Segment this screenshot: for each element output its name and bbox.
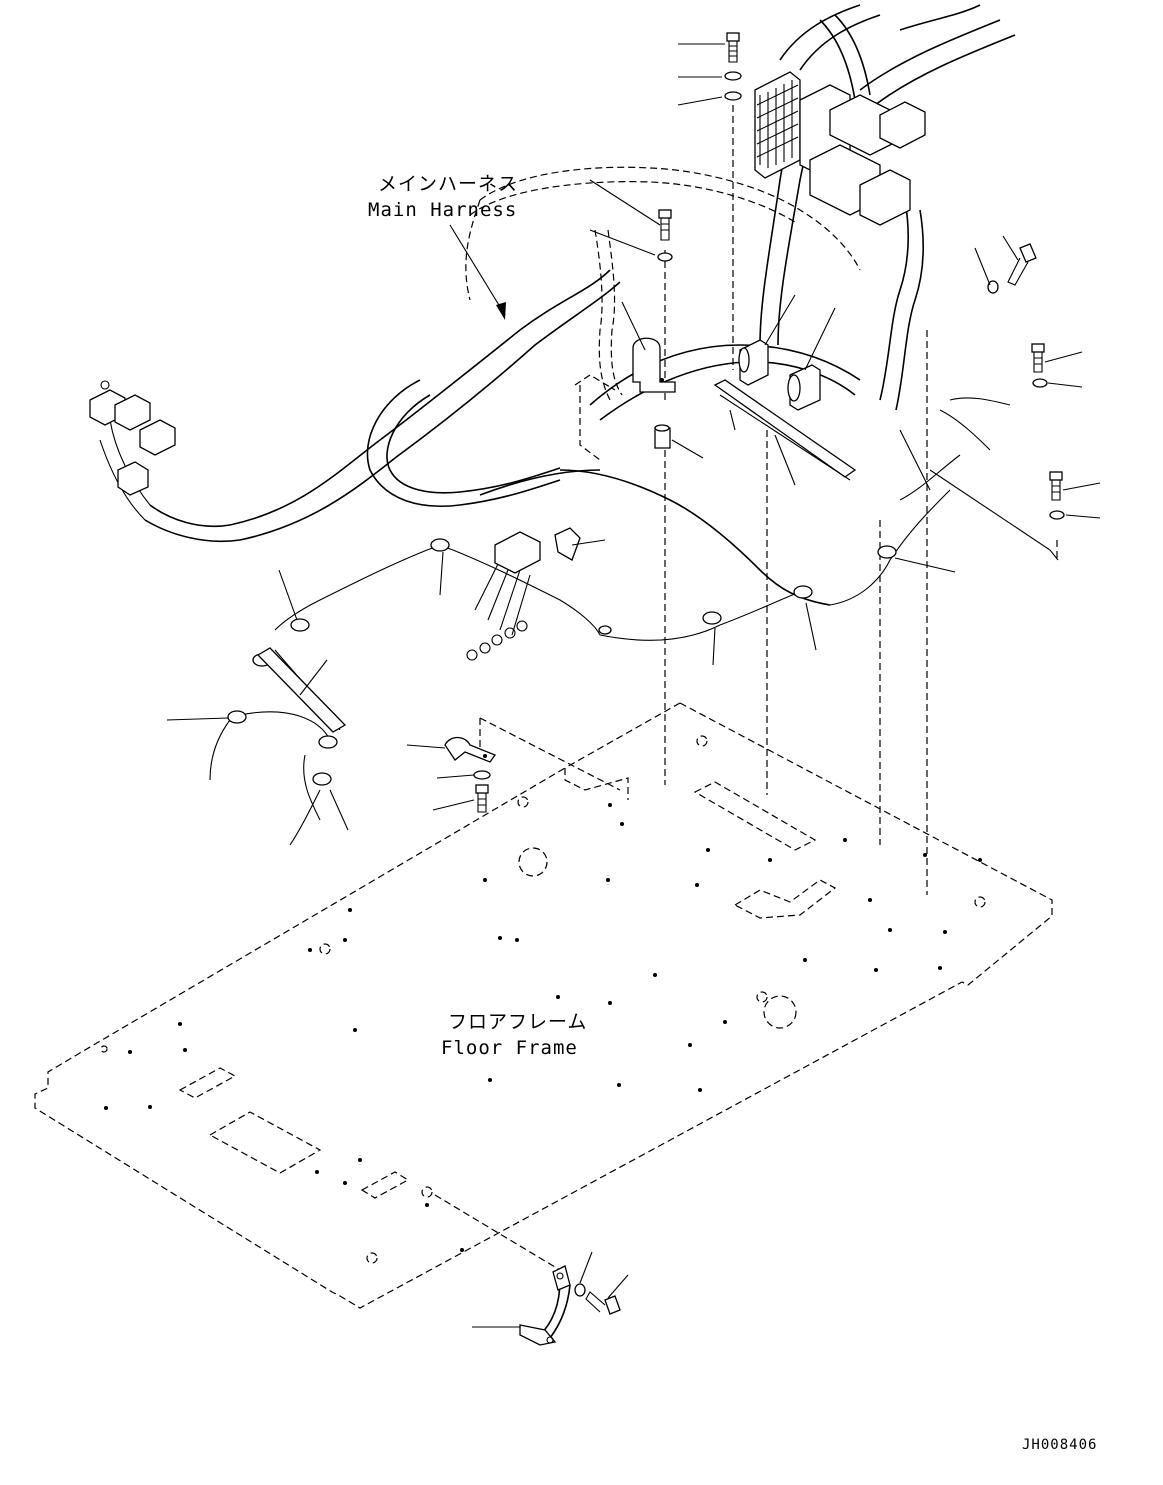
long-bracket [713,379,857,478]
floor-hole-1 [518,847,548,877]
bolt-top [726,32,740,63]
floor-hole-2 [763,995,797,1029]
floor-slot-lower-left [178,1067,237,1099]
bracket-clamp-left [256,647,347,733]
floor-slot-upper [693,781,817,851]
bolt-ground [585,1291,621,1315]
main-harness-label-jp: メインハーネス [378,173,519,195]
small-bracket [554,527,581,561]
clip-bracket [444,736,497,763]
clamp-5 [312,772,332,786]
floor-slot-middle [733,879,837,919]
clamp-8 [793,585,813,599]
clamp-1 [290,618,310,632]
saddle-clamp [632,337,676,393]
clamp-6 [430,538,450,552]
washer-center [657,252,673,262]
left-connectors [89,380,176,496]
center-parts [444,337,857,763]
washer-right-low [1049,510,1065,520]
fuse-relay-block [754,71,926,226]
washer-clip [473,770,491,780]
floor-small-holes [104,803,982,1252]
floor-hole-3 [974,896,986,908]
washer-top-1 [724,71,742,81]
drawing-number: JH008406 [1022,1437,1098,1453]
floor-frame-label-jp: フロアフレーム [448,1011,588,1033]
bolt-right-top [1007,243,1037,286]
main-harness-arrow [449,224,506,320]
floor-hole-4 [756,991,768,1003]
bolt-center [658,209,672,241]
main-harness [99,4,1016,846]
clamp-7 [702,611,722,625]
clamp-3 [227,710,247,724]
ground-wires [466,531,541,661]
floor-hole-7 [517,796,529,808]
floor-rect-lower-left [208,1111,322,1174]
clamp-9 [877,545,897,559]
clamp-4 [318,735,338,749]
bolt-right-low [1049,471,1063,501]
floor-frame-label-en: Floor Frame [441,1037,578,1059]
alignment-lines [434,105,1058,1271]
washer-right-top [987,280,999,294]
clamp-10 [598,625,612,635]
floor-hole-10 [100,1045,108,1053]
floor-hole-8 [421,1186,433,1198]
bolt-clip [475,784,489,813]
floor-frame-plate [34,702,1053,1309]
floor-slot-lower [360,1171,410,1199]
washer-right-mid [1032,378,1048,388]
bolt-right-mid [1031,343,1045,373]
main-harness-label-en: Main Harness [368,199,518,221]
ground-strap [519,1265,571,1346]
floor-hole-5 [366,1252,378,1264]
leader-lines [166,43,1101,1328]
floor-hole-6 [696,735,708,747]
washer-ground [574,1283,586,1297]
floor-hole-9 [319,943,331,955]
bolts-washers [473,32,1065,1315]
washer-top-2 [724,91,742,101]
harness-clamps [227,538,897,786]
